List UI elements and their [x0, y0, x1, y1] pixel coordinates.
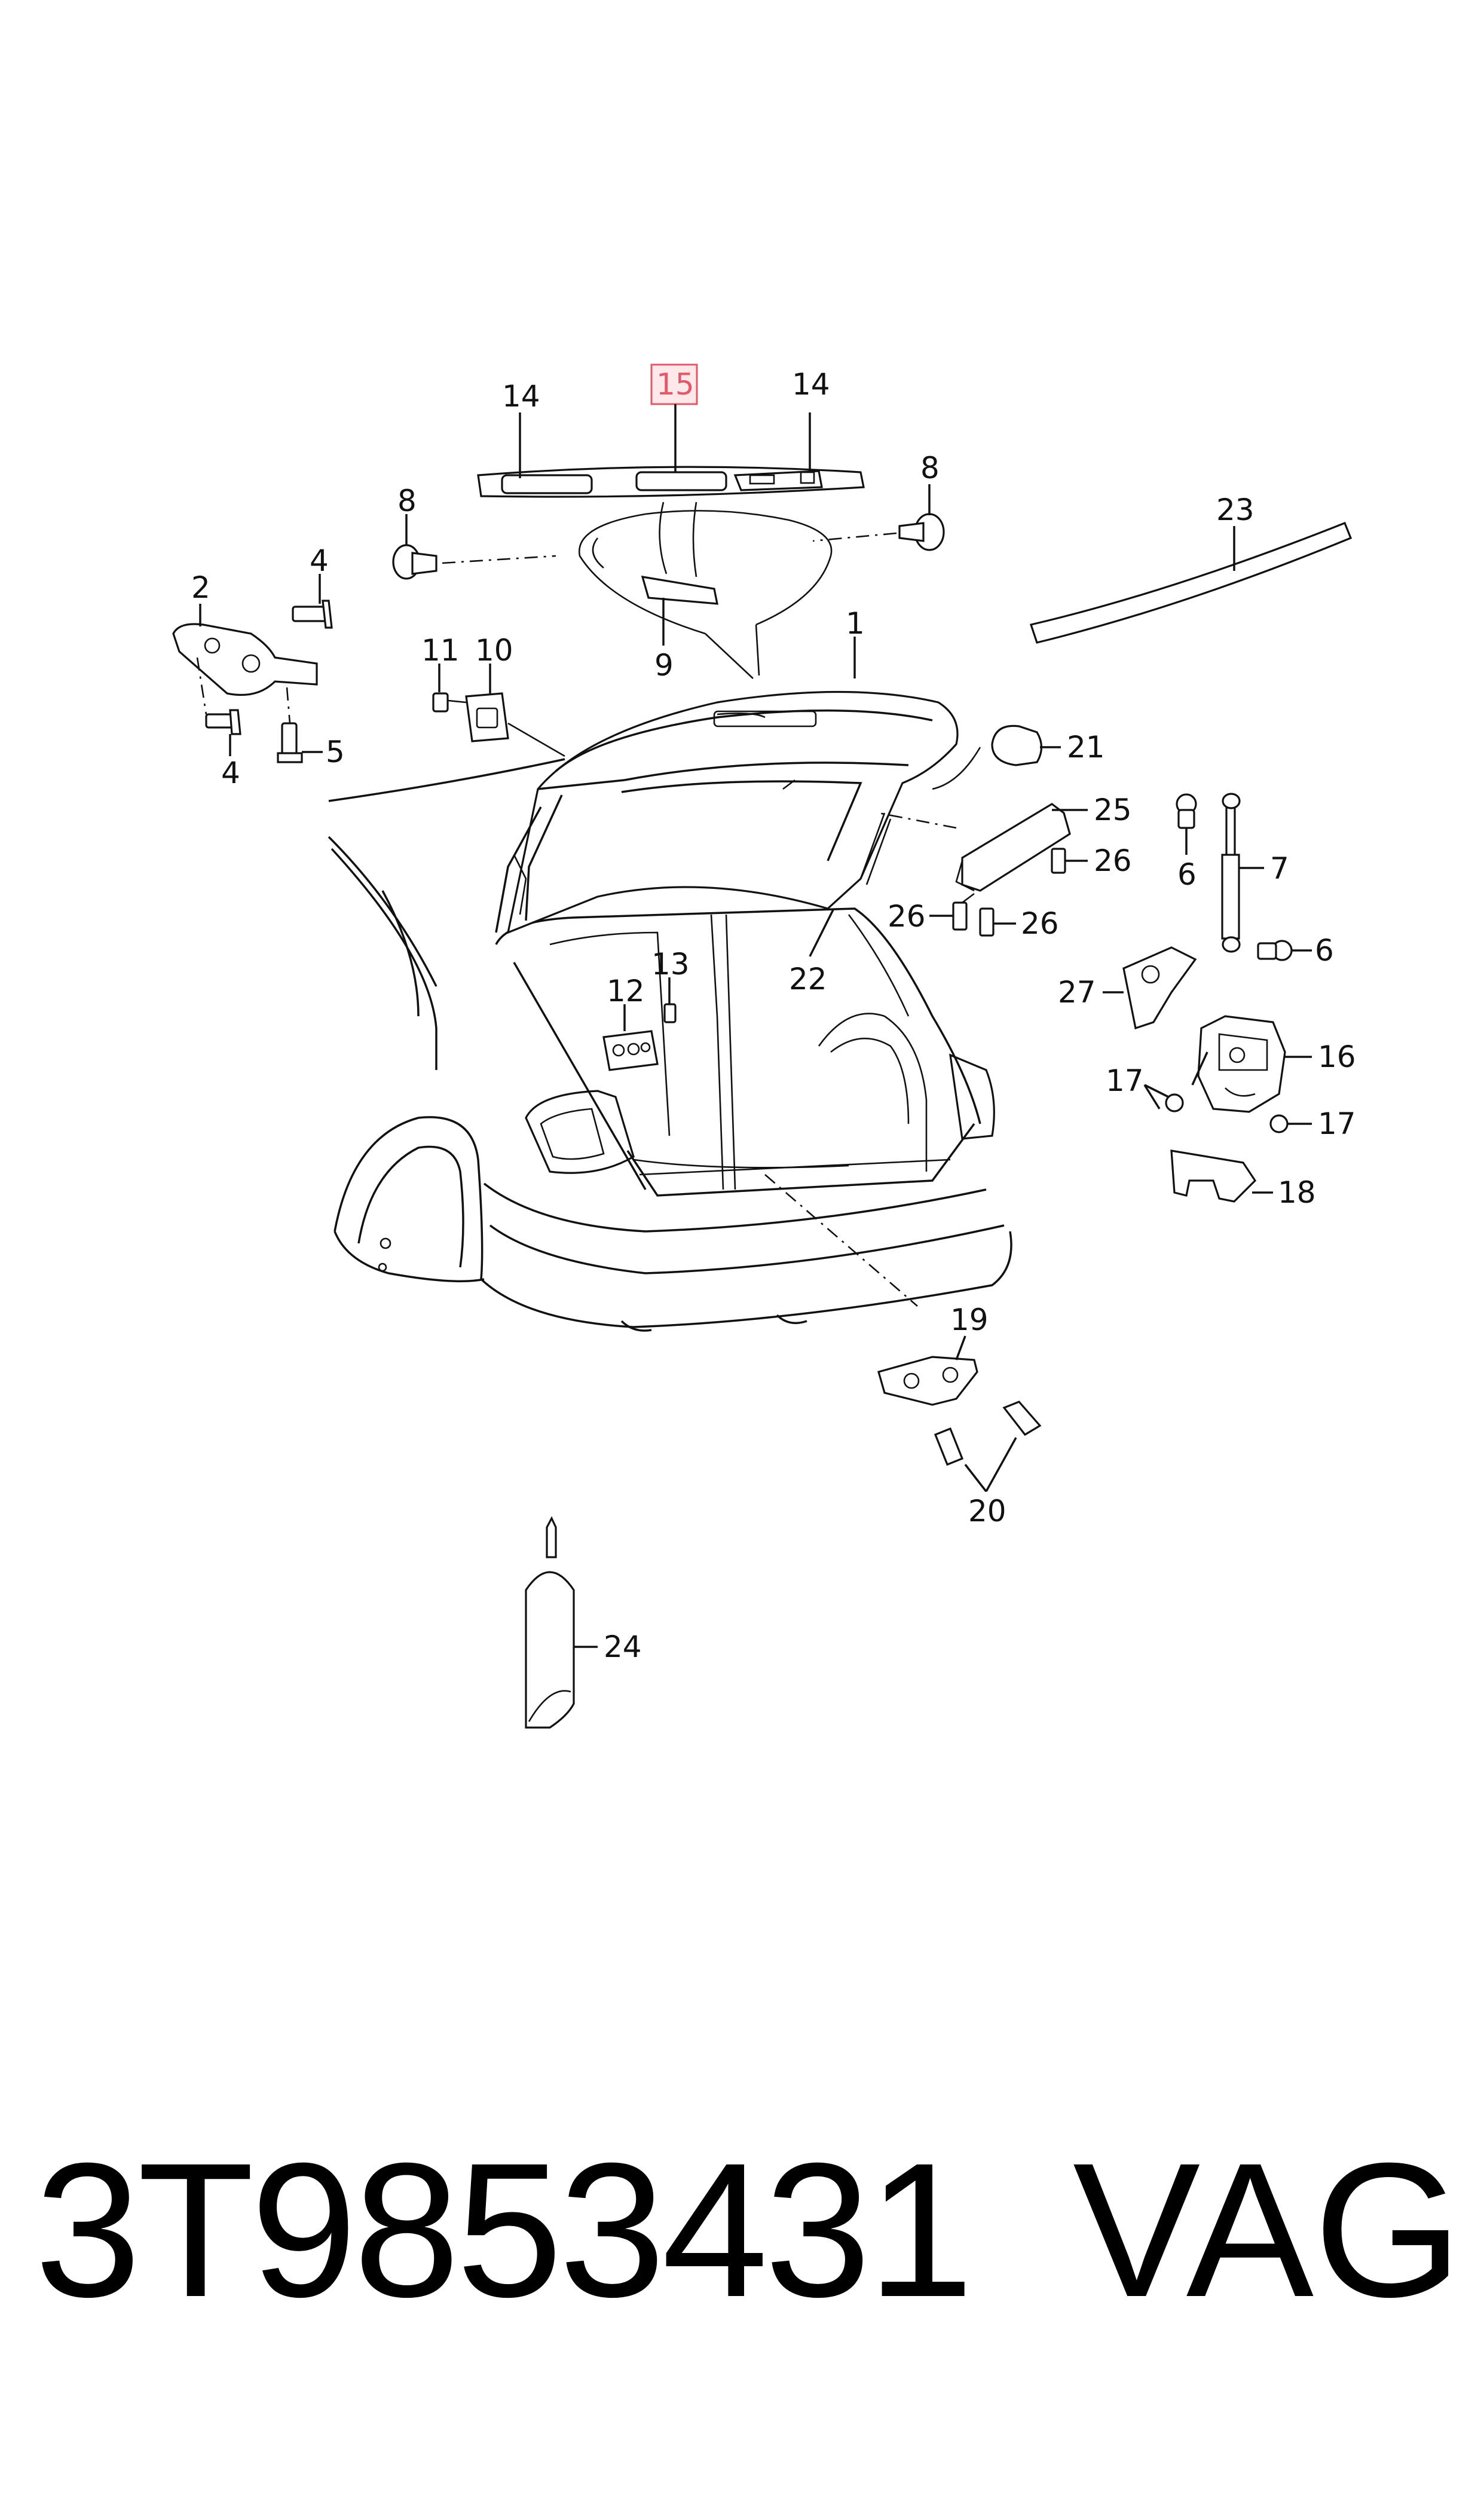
- emblem-center-highlighted: [635, 471, 727, 491]
- brand-name: VAG: [1073, 2123, 1463, 2337]
- handle-balloon: [578, 502, 833, 679]
- tailgate-handle: [641, 576, 718, 605]
- striker-plate: [877, 1356, 978, 1406]
- callout-5: 5: [326, 735, 345, 769]
- callout-1: 1: [846, 606, 865, 641]
- release-switch: [465, 692, 509, 742]
- callout-26-center: 26: [1021, 906, 1059, 941]
- striker-plate-group: [764, 1174, 1042, 1493]
- tailgate-lock: [1197, 1015, 1286, 1113]
- screw-11: [432, 664, 467, 713]
- gas-strut-group: [1176, 793, 1312, 961]
- ball-stud-6-bottom: [1257, 940, 1312, 961]
- tailgate-hinge: [172, 623, 318, 696]
- emblem-left: [501, 474, 593, 494]
- callout-21: 21: [1067, 730, 1105, 765]
- callout-23: 23: [1216, 493, 1254, 527]
- clip-left: [392, 514, 556, 580]
- callout-24: 24: [604, 1630, 642, 1664]
- trim-strip-assembly: [477, 363, 865, 498]
- callout-27: 27: [1058, 975, 1096, 1010]
- callout-25: 25: [1094, 793, 1132, 827]
- lock-group: [1143, 1015, 1312, 1133]
- callout-19: 19: [950, 1303, 989, 1337]
- tailgate-panel: [506, 690, 959, 934]
- callout-labels: 1 2 4 4 5 6 6 7 8 8 9 10 11 12 13 14 14 …: [191, 367, 1356, 1664]
- tailgate: [495, 637, 959, 934]
- lock-bracket: [1103, 946, 1197, 1030]
- screw-26-b: [929, 901, 968, 931]
- callout-22: 22: [789, 962, 827, 996]
- hinge-assembly: [172, 574, 333, 763]
- lock-motor-group: [878, 803, 1088, 937]
- car-body: [328, 758, 1012, 1332]
- emblem-right: [733, 470, 823, 491]
- screw-26-c: [979, 907, 1016, 937]
- screw-13: [663, 977, 677, 1023]
- callout-16: 16: [1318, 1040, 1356, 1074]
- callout-17-left: 17: [1106, 1063, 1144, 1098]
- trim-cover: [602, 1030, 659, 1071]
- bump-stop: [932, 724, 1061, 790]
- ball-stud-6-top: [1176, 793, 1197, 855]
- callout-11: 11: [421, 633, 460, 668]
- callout-12: 12: [607, 974, 645, 1008]
- callout-10: 10: [475, 633, 513, 668]
- callout-14-left: 14: [502, 379, 540, 414]
- clip-right: [812, 484, 945, 551]
- release-switch-group: [432, 664, 565, 757]
- part-number: 3T9853431: [35, 2123, 974, 2337]
- bolt-4-bottom: [205, 709, 241, 756]
- bolt-4-top: [292, 574, 333, 629]
- callout-4-bottom: 4: [221, 756, 240, 790]
- callout-13: 13: [651, 947, 690, 982]
- callout-20: 20: [968, 1494, 1006, 1528]
- bolt-5: [277, 722, 323, 763]
- lock-motor-unit: [961, 803, 1071, 892]
- striker: [1170, 1150, 1273, 1203]
- callout-14-right: 14: [792, 367, 830, 402]
- callout-15: 15: [656, 367, 694, 402]
- nut-17-left: [1143, 1084, 1184, 1112]
- callout-8-left: 8: [397, 484, 417, 518]
- seal-leader: [809, 908, 835, 957]
- sealant-tube: [525, 1516, 598, 1729]
- callout-26-left: 26: [888, 899, 926, 934]
- spoiler-trim: [1029, 521, 1353, 644]
- callout-26-right: 26: [1094, 843, 1132, 878]
- bolt-20-left: [934, 1427, 964, 1466]
- callout-2: 2: [191, 570, 210, 605]
- trim-cover-group: [602, 977, 677, 1071]
- nut-17-right: [1269, 1114, 1312, 1133]
- callout-8-right: 8: [920, 451, 940, 485]
- bolt-20-right: [1002, 1401, 1042, 1436]
- callout-7: 7: [1270, 851, 1289, 886]
- callout-17-right: 17: [1318, 1106, 1356, 1141]
- screw-26-a: [1051, 848, 1088, 874]
- callout-15-highlight-box: [650, 363, 698, 405]
- tail-light-left: [525, 1090, 635, 1174]
- callout-4-top: 4: [310, 543, 329, 578]
- callout-6-top: 6: [1177, 857, 1197, 892]
- callout-9: 9: [654, 648, 674, 683]
- callout-6-bottom: 6: [1315, 933, 1334, 968]
- callout-18: 18: [1278, 1175, 1316, 1210]
